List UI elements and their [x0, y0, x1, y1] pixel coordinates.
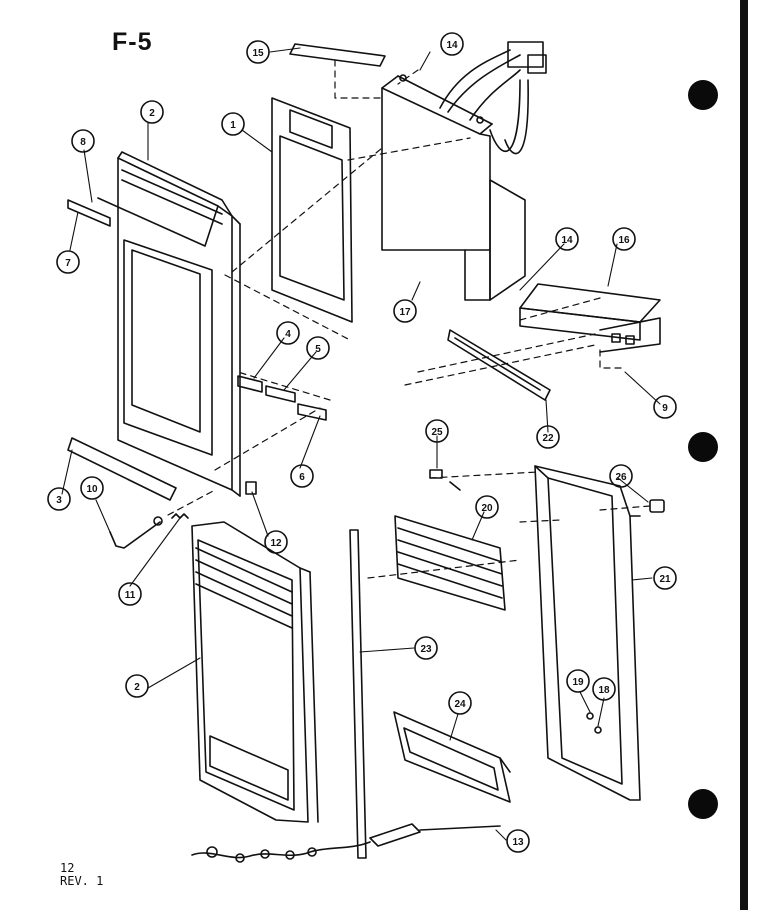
svg-text:3: 3	[56, 495, 62, 506]
callout-14a: 14	[440, 32, 464, 56]
svg-text:14: 14	[446, 40, 458, 51]
svg-text:4: 4	[285, 329, 291, 340]
callout-2b: 2	[125, 674, 149, 698]
part-12-clip	[245, 481, 257, 495]
svg-text:10: 10	[86, 484, 98, 495]
part-20-grille	[394, 515, 506, 611]
svg-text:9: 9	[662, 403, 668, 414]
callout-17: 17	[393, 299, 417, 323]
svg-text:11: 11	[125, 590, 136, 601]
svg-text:21: 21	[659, 574, 671, 585]
revision-label: REV. 1	[60, 874, 104, 888]
callout-4: 4	[276, 321, 300, 345]
part-13-power-cord	[191, 823, 501, 863]
callout-6: 6	[290, 464, 314, 488]
part-21-right-frame	[534, 465, 641, 801]
svg-text:19: 19	[572, 677, 584, 688]
part-24-handle	[393, 711, 511, 803]
parts-4-5-6-blocks	[237, 375, 327, 421]
svg-text:17: 17	[399, 307, 411, 318]
callout-21: 21	[653, 566, 677, 590]
svg-text:7: 7	[65, 258, 71, 269]
callout-balloons: 15 14 1 2 8 7 17 14 16 4 5 6 9 22 25 3 1…	[47, 32, 677, 853]
callout-9: 9	[653, 395, 677, 419]
part-25-clip	[429, 469, 461, 491]
callout-12: 12	[264, 530, 288, 554]
svg-text:24: 24	[454, 699, 466, 710]
figure-title: F-5	[112, 28, 153, 56]
callout-leaders	[61, 47, 661, 841]
svg-text:6: 6	[299, 472, 305, 483]
svg-text:14: 14	[561, 235, 573, 246]
binder-hole-bottom	[688, 789, 718, 819]
svg-text:26: 26	[615, 472, 627, 483]
callout-2a: 2	[140, 100, 164, 124]
callout-14b: 14	[555, 227, 579, 251]
callout-10: 10	[80, 476, 104, 500]
svg-text:16: 16	[618, 235, 630, 246]
callout-1: 1	[221, 112, 245, 136]
callout-8: 8	[71, 129, 95, 153]
svg-text:15: 15	[252, 48, 264, 59]
svg-text:13: 13	[512, 837, 524, 848]
part-10-key	[109, 516, 163, 549]
part-23-rod	[349, 529, 367, 859]
callout-13: 13	[506, 829, 530, 853]
callout-19: 19	[566, 669, 590, 693]
svg-text:8: 8	[80, 137, 86, 148]
callout-22: 22	[536, 425, 560, 449]
callout-26: 26	[609, 464, 633, 488]
parts-18-19-screws	[586, 712, 602, 734]
callout-25: 25	[425, 419, 449, 443]
callout-23: 23	[414, 636, 438, 660]
callout-15: 15	[246, 40, 270, 64]
svg-text:2: 2	[134, 682, 140, 693]
svg-text:20: 20	[481, 503, 493, 514]
svg-text:5: 5	[315, 344, 321, 355]
callout-16: 16	[612, 227, 636, 251]
page-number: 12	[60, 861, 75, 875]
callout-18: 18	[592, 677, 616, 701]
svg-text:25: 25	[431, 427, 443, 438]
callout-24: 24	[448, 691, 472, 715]
part-11-spring	[171, 513, 189, 519]
svg-text:2: 2	[149, 108, 155, 119]
svg-text:1: 1	[230, 120, 236, 131]
binder-hole-middle	[688, 432, 718, 462]
callout-5: 5	[306, 336, 330, 360]
svg-text:18: 18	[598, 685, 610, 696]
part-17-housing	[381, 41, 547, 301]
part-16-control-board	[519, 283, 661, 353]
assembly-dashed-lines	[167, 59, 651, 579]
callout-20: 20	[475, 495, 499, 519]
callout-11: 11	[118, 582, 142, 606]
svg-text:22: 22	[542, 433, 554, 444]
part-22-bracket-strip	[447, 329, 551, 401]
part-1-liner-panel	[271, 97, 353, 323]
part-15-top-strip	[289, 43, 386, 67]
callout-7: 7	[56, 250, 80, 274]
scan-edge-bar	[740, 0, 748, 910]
svg-text:23: 23	[420, 644, 432, 655]
part-2-front-door	[191, 521, 319, 823]
part-7-8-strip	[67, 199, 111, 227]
part-26-knob	[649, 499, 665, 513]
part-3-bottom-strip	[67, 437, 177, 501]
svg-text:12: 12	[270, 538, 282, 549]
part-2-rear-frame	[97, 151, 241, 497]
binder-hole-top	[688, 80, 718, 110]
page-footer: 12 REV. 1	[60, 862, 103, 888]
callout-3: 3	[47, 487, 71, 511]
